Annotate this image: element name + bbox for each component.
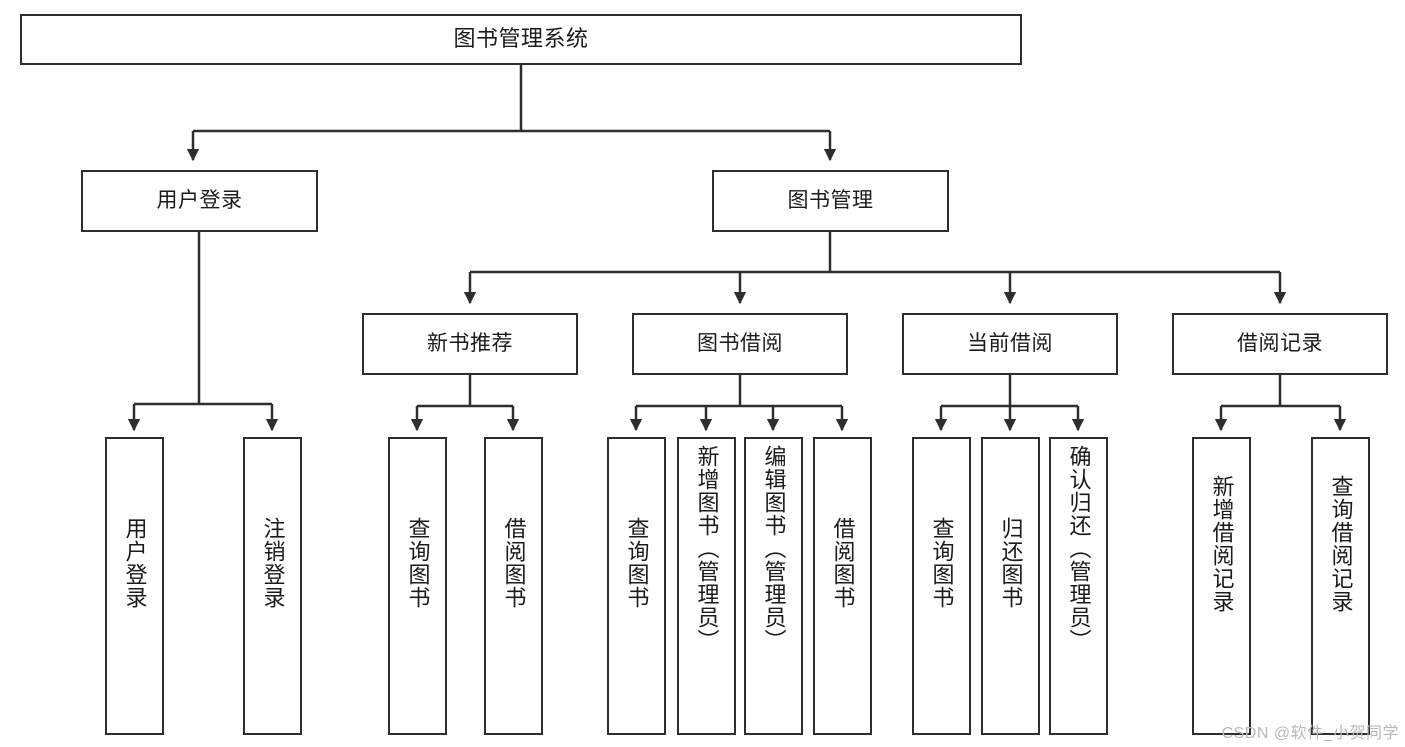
node-label: 查询借阅记录 xyxy=(1328,475,1354,613)
leaf-edit-book-admin[interactable]: 编辑图书（管理员） xyxy=(744,437,803,735)
node-label: 图书借阅 xyxy=(697,332,783,356)
node-label: 编辑图书（管理员） xyxy=(761,445,787,652)
leaf-user-login[interactable]: 用户登录 xyxy=(105,437,164,735)
node-user-login[interactable]: 用户登录 xyxy=(81,170,318,232)
leaf-logout-login[interactable]: 注销登录 xyxy=(243,437,302,735)
node-label: 查询图书 xyxy=(624,517,650,609)
leaf-add-book-admin[interactable]: 新增图书（管理员） xyxy=(677,437,736,735)
node-label: 查询图书 xyxy=(929,517,955,609)
node-label: 图书管理 xyxy=(787,189,874,213)
node-book-borrow[interactable]: 图书借阅 xyxy=(632,313,848,375)
node-label: 确认归还（管理员） xyxy=(1066,445,1092,652)
node-label: 注销登录 xyxy=(260,517,286,609)
leaf-return-book[interactable]: 归还图书 xyxy=(981,437,1040,735)
leaf-query-book-current[interactable]: 查询图书 xyxy=(912,437,971,735)
node-label: 用户登录 xyxy=(156,189,243,213)
node-label: 借阅图书 xyxy=(830,517,856,609)
node-label: 当前借阅 xyxy=(967,332,1053,356)
node-label: 查询图书 xyxy=(405,517,431,609)
node-new-book-recommend[interactable]: 新书推荐 xyxy=(362,313,578,375)
node-current-borrow[interactable]: 当前借阅 xyxy=(902,313,1118,375)
node-label: 归还图书 xyxy=(998,517,1024,609)
node-label: 新增借阅记录 xyxy=(1209,475,1235,613)
csdn-watermark: CSDN @软件_小贺同学 xyxy=(1221,725,1399,742)
leaf-query-book-borrow[interactable]: 查询图书 xyxy=(607,437,666,735)
node-label: 新书推荐 xyxy=(427,332,513,356)
leaf-confirm-return-admin[interactable]: 确认归还（管理员） xyxy=(1049,437,1108,735)
leaf-borrow-book-new-rec[interactable]: 借阅图书 xyxy=(484,437,543,735)
leaf-query-borrow-record[interactable]: 查询借阅记录 xyxy=(1311,437,1370,735)
leaf-add-borrow-record[interactable]: 新增借阅记录 xyxy=(1192,437,1251,735)
node-label: 借阅记录 xyxy=(1237,332,1323,356)
node-book-management-system[interactable]: 图书管理系统 xyxy=(20,14,1022,65)
node-label: 用户登录 xyxy=(122,517,148,609)
node-borrow-record[interactable]: 借阅记录 xyxy=(1172,313,1388,375)
node-label: 图书管理系统 xyxy=(453,26,589,52)
leaf-borrow-book-borrow[interactable]: 借阅图书 xyxy=(813,437,872,735)
leaf-query-book-new-rec[interactable]: 查询图书 xyxy=(388,437,447,735)
node-label: 借阅图书 xyxy=(501,517,527,609)
node-book-management[interactable]: 图书管理 xyxy=(712,170,949,232)
node-label: 新增图书（管理员） xyxy=(694,445,720,652)
